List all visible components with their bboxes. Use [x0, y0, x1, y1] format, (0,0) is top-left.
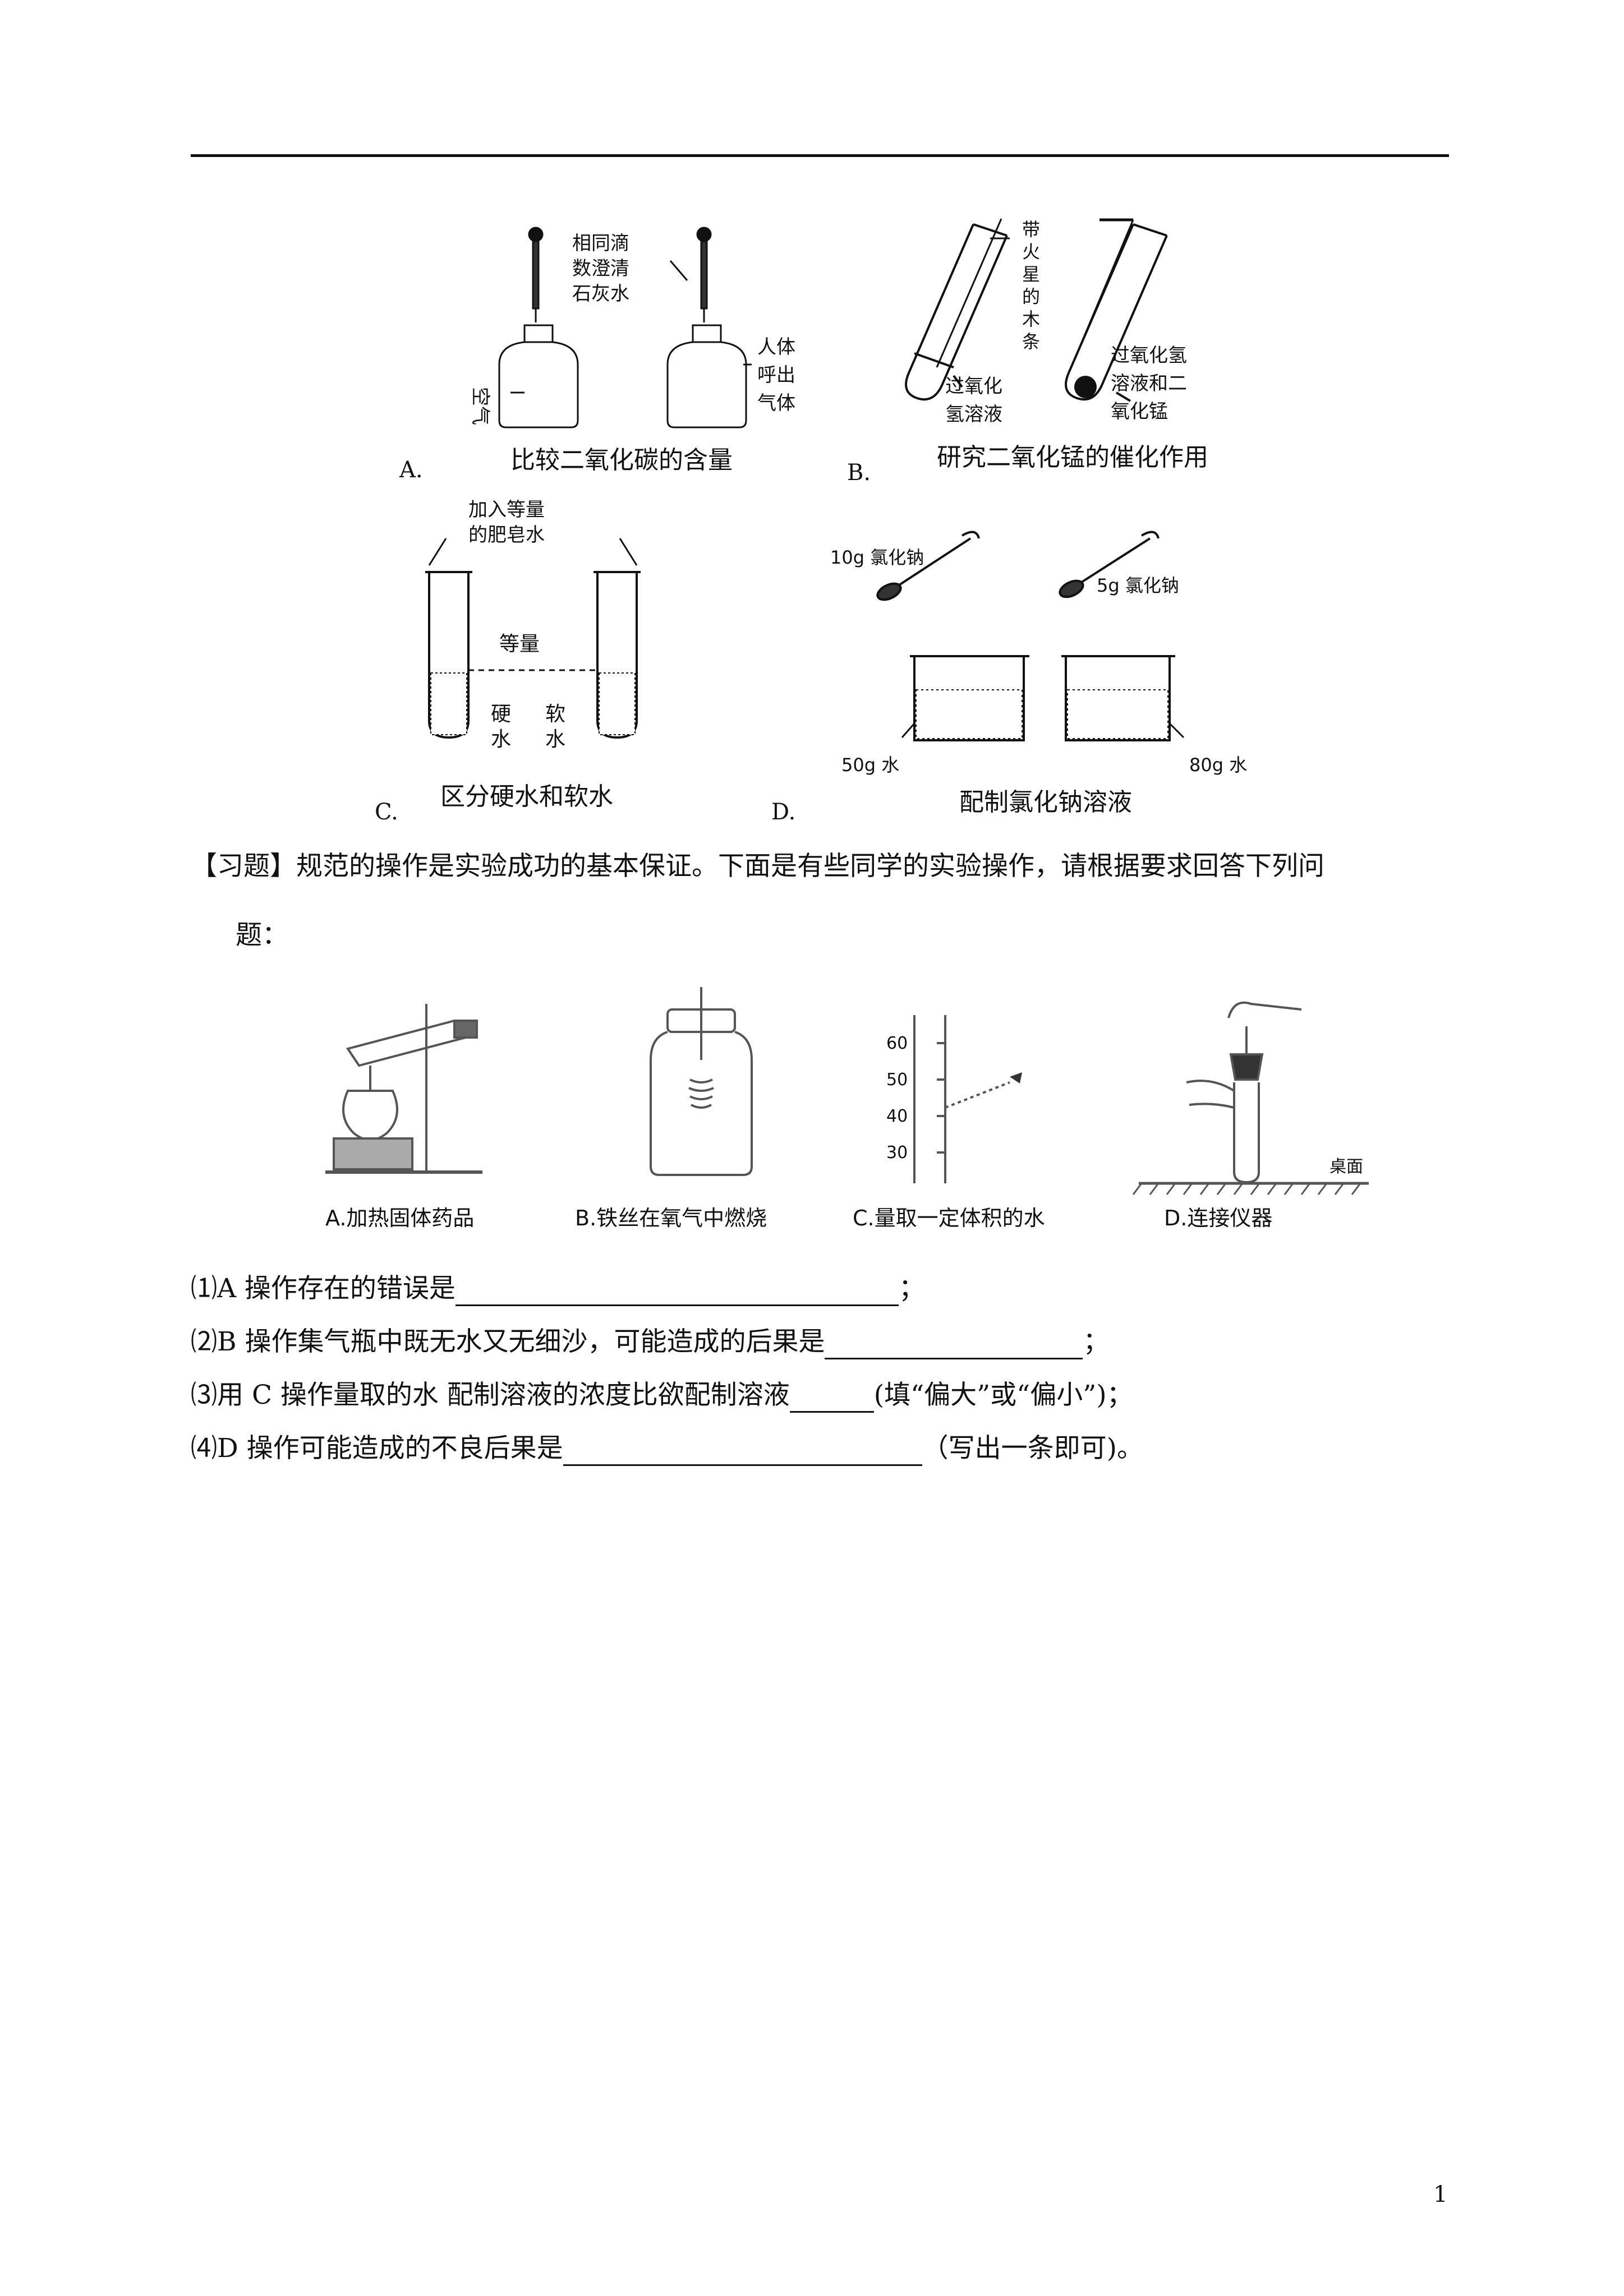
question-4: ⑷D 操作可能造成的不良后果是 （写出一条即可)。 — [191, 1433, 1143, 1467]
d-left-spoon-label: 10g 氯化钠 — [830, 547, 924, 568]
c-tick-40: 40 — [886, 1106, 908, 1126]
d-right-beaker-label: 80g 水 — [1189, 754, 1247, 776]
a-caption: 比较二氧化碳的含量 — [510, 446, 733, 474]
b-left-label-2: 氢溶液 — [945, 403, 1002, 426]
question-2: ⑵B 操作集气瓶中既无水又无细沙，可能造成的后果是 ； — [191, 1326, 1110, 1360]
question-4-post: （写出一条即可)。 — [922, 1433, 1143, 1464]
answer-blank-3[interactable] — [789, 1380, 874, 1413]
question-1-post: ； — [898, 1273, 925, 1304]
b-letter: B. — [847, 460, 871, 486]
d-letter: D. — [771, 799, 796, 825]
eye-icon — [1010, 1072, 1022, 1084]
c-right-label-1: 软 — [545, 703, 565, 726]
d-right-spoon-label: 5g 氯化钠 — [1097, 575, 1179, 596]
header-rule — [191, 154, 1449, 157]
d-desk-label: 桌面 — [1329, 1157, 1363, 1177]
figure-c-hard-soft-water: 加入等量 的肥皂水 等量 硬 水 软 水 区分硬水和软水 — [425, 499, 641, 811]
figure-d-nacl-solution: 10g 氯化钠 5g 氯化钠 50g 水 80g 水 配制氯化钠溶液 — [830, 531, 1247, 817]
question-2-text: ⑵B 操作集气瓶中既无水又无细沙，可能造成的后果是 — [191, 1326, 825, 1357]
b-left-label-1: 过氧化 — [945, 375, 1002, 398]
b-right-label-1: 过氧化氢 — [1111, 344, 1187, 367]
c-letter: C. — [375, 799, 398, 825]
b-caption: 研究二氧化锰的催化作用 — [937, 443, 1208, 472]
question-2-post: ； — [1083, 1326, 1110, 1357]
c-caption: 区分硬水和软水 — [440, 782, 613, 811]
c-tick-30: 30 — [886, 1143, 908, 1163]
question-1: ⑴A 操作存在的错误是 ； — [191, 1273, 925, 1307]
c-top-note-1: 加入等量 — [468, 499, 545, 521]
c-tick-60: 60 — [886, 1034, 908, 1053]
c-left-label-1: 硬 — [491, 703, 511, 726]
a-right-label-3: 气体 — [757, 392, 795, 414]
b-splint-4: 的 — [1022, 286, 1040, 307]
a-right-label-2: 呼出 — [757, 364, 795, 386]
figure-a-co2-comparison: 相同滴 数澄清 石灰水 空气 人体 呼出 气体 比较二氧化碳的含量 — [469, 227, 795, 474]
b-splint-5: 木 — [1022, 308, 1040, 330]
figure-b-mno2-catalysis: 带 火 星 的 木 条 过氧化 氢溶液 过氧化氢 溶液和二 氧化锰 研究二氧化锰… — [905, 218, 1208, 472]
a-dropper-note-3: 石灰水 — [572, 283, 629, 305]
figure-operations: 60 50 40 30 桌面 A.加热固体药品 B.铁丝在氧气中燃烧 C.量取一… — [325, 987, 1369, 1230]
c-right-label-2: 水 — [545, 728, 565, 751]
question-1-text: ⑴A 操作存在的错误是 — [191, 1273, 456, 1304]
answer-blank-1[interactable] — [455, 1273, 899, 1307]
d-caption: 配制氯化钠溶液 — [959, 788, 1132, 817]
question-3: ⑶用 C 操作量取的水 配制溶液的浓度比欲配制溶液 (填“偏大”或“偏小”)； — [191, 1380, 1133, 1413]
b-splint-2: 火 — [1022, 241, 1040, 262]
answer-blank-4[interactable] — [563, 1433, 922, 1467]
c-top-note-2: 的肥皂水 — [468, 524, 545, 546]
a-letter: A. — [399, 457, 423, 483]
a-dropper-note-1: 相同滴 — [572, 232, 629, 255]
answer-blank-2[interactable] — [825, 1326, 1083, 1360]
b-right-label-3: 氧化锰 — [1111, 400, 1168, 423]
a-dropper-note-2: 数澄清 — [572, 257, 629, 280]
c-middle-note: 等量 — [499, 633, 540, 656]
op-b-label: B.铁丝在氧气中燃烧 — [575, 1206, 767, 1230]
exercise-intro-line-1: 【习题】规范的操作是实验成功的基本保证。下面是有些同学的实验操作，请根据要求回答… — [191, 851, 1324, 882]
c-left-label-2: 水 — [491, 728, 511, 751]
question-3-text: ⑶用 C 操作量取的水 配制溶液的浓度比欲配制溶液 — [191, 1380, 790, 1410]
c-tick-50: 50 — [886, 1070, 908, 1090]
question-3-post: (填“偏大”或“偏小”)； — [873, 1380, 1133, 1410]
a-right-label-1: 人体 — [757, 336, 795, 358]
b-right-label-2: 溶液和二 — [1111, 372, 1187, 395]
page-number: 1 — [1433, 2182, 1448, 2207]
b-splint-3: 星 — [1022, 264, 1040, 285]
op-d-label: D.连接仪器 — [1164, 1206, 1272, 1230]
b-splint-1: 带 — [1022, 219, 1040, 240]
exercise-intro-line-2: 题： — [236, 920, 288, 951]
op-c-label: C.量取一定体积的水 — [853, 1206, 1045, 1230]
b-splint-6: 条 — [1022, 331, 1040, 352]
d-left-beaker-label: 50g 水 — [841, 754, 899, 776]
question-4-text: ⑷D 操作可能造成的不良后果是 — [191, 1433, 563, 1464]
op-a-label: A.加热固体药品 — [325, 1206, 474, 1230]
a-left-bottle-label: 空气 — [469, 387, 491, 425]
